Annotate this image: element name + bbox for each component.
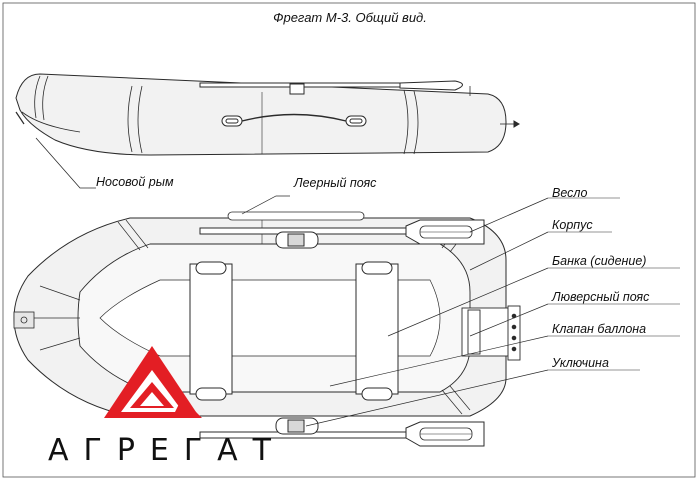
aggregat-logo-mark [104, 346, 202, 418]
drawing-border [2, 2, 696, 478]
side-view [15, 73, 520, 189]
label-rail-line: Леерный пояс [294, 176, 377, 190]
bench-left [189, 263, 233, 395]
top-view [13, 195, 680, 447]
label-valve: Клапан баллона [552, 322, 647, 336]
label-nose-ring: Носовой рым [96, 175, 174, 189]
bench-right [355, 263, 399, 395]
label-oarlock: Уключина [552, 356, 609, 370]
label-grommet-belt: Люверсный пояс [552, 290, 650, 304]
label-bench: Банка (сидение) [552, 254, 647, 268]
label-oar: Весло [552, 186, 588, 200]
aggregat-logo-text: АГРЕГАТ [48, 433, 287, 468]
label-hull: Корпус [552, 218, 593, 232]
diagram-title: Фрегат М-3. Общий вид. [273, 10, 427, 25]
